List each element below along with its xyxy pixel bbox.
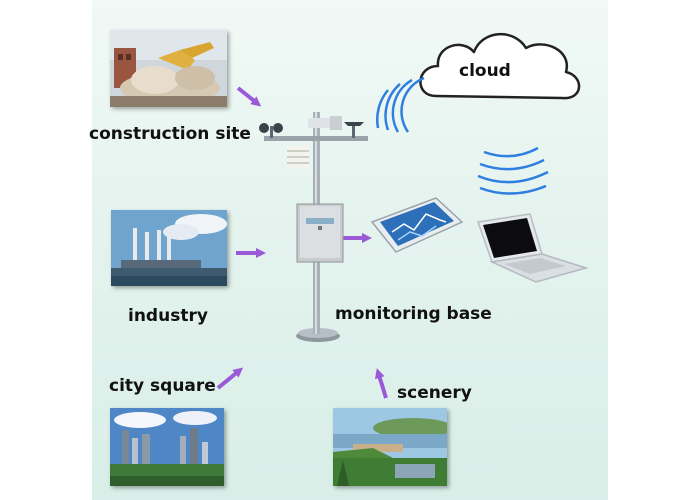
industry-photo bbox=[111, 210, 227, 286]
scenery-label: scenery bbox=[397, 383, 472, 403]
scenery-photo bbox=[333, 408, 447, 486]
construction-site-photo bbox=[110, 30, 227, 107]
city-square-photo bbox=[110, 408, 224, 486]
cloud-label: cloud bbox=[459, 61, 511, 81]
weather-station-icon bbox=[259, 112, 368, 342]
arrow-scenery-to-station bbox=[374, 368, 388, 399]
arrow-construction-to-station bbox=[236, 86, 262, 107]
cloud-icon bbox=[419, 32, 581, 100]
city-square-label: city square bbox=[109, 376, 216, 396]
wifi-signal-icon-lower bbox=[477, 146, 549, 195]
arrow-city-to-station bbox=[216, 367, 244, 390]
tablet-icon bbox=[370, 197, 464, 253]
industry-label: industry bbox=[128, 306, 208, 326]
monitoring-base-label: monitoring base bbox=[335, 304, 492, 324]
construction-site-label: construction site bbox=[89, 124, 251, 144]
wifi-signal-icon-upper bbox=[376, 76, 425, 133]
laptop-icon bbox=[476, 213, 589, 283]
